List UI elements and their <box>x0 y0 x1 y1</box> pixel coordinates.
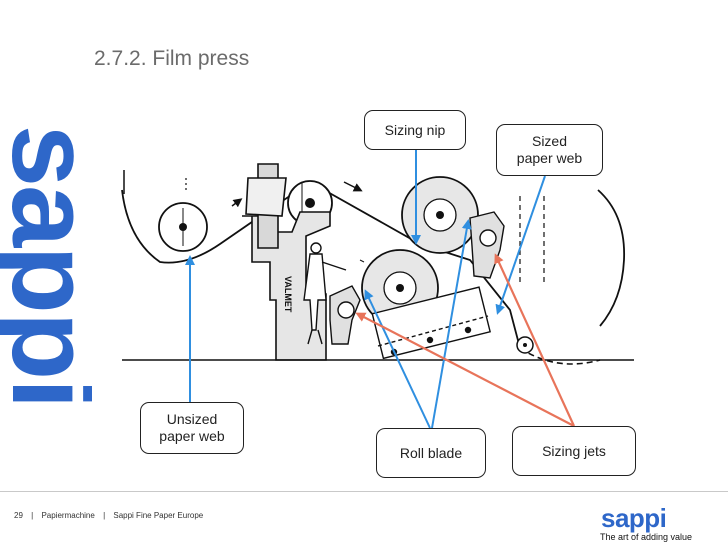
callout-roll-blade-text: Roll blade <box>399 444 463 461</box>
exit-roll <box>516 336 534 354</box>
callout-unsized-paper-web: Unsized paper web <box>140 402 244 454</box>
sizing-unit-lower <box>329 285 361 345</box>
applicator-roll-upper <box>401 176 479 254</box>
machine-frame <box>242 163 331 361</box>
red-pointers <box>355 253 575 427</box>
footer-separator: | <box>31 511 34 520</box>
footer-rule <box>0 491 728 492</box>
callout-sizing-nip-text: Sizing nip <box>384 121 446 138</box>
paper-web-path <box>121 180 521 349</box>
valmet-text: VALMET <box>283 276 293 313</box>
callout-sized-line1: Sized <box>531 133 568 149</box>
guide-roll-left <box>158 202 208 252</box>
callout-sizing-nip: Sizing nip <box>364 110 466 150</box>
footer: 29 | Papiermachine | Sappi Fine Paper Eu… <box>0 491 728 546</box>
sizing-unit-upper <box>469 211 505 279</box>
slide-title: 2.7.2. Film press <box>94 47 250 70</box>
callout-sizing-jets: Sizing jets <box>512 426 636 476</box>
footer-meta: 29 | Papiermachine | Sappi Fine Paper Eu… <box>14 511 209 520</box>
frame-lines <box>185 178 545 285</box>
footer-company: Sappi Fine Paper Europe <box>113 511 204 520</box>
footer-separator: | <box>103 511 106 520</box>
sappi-logo: sappi <box>601 503 667 533</box>
operator-figure <box>303 242 347 345</box>
page-number: 29 <box>14 511 23 520</box>
blue-pointers <box>185 146 546 429</box>
valmet-label: VALMET <box>283 276 293 313</box>
callout-unsized-line1: Unsized <box>166 411 218 427</box>
footer-section: Papiermachine <box>41 511 95 520</box>
callout-sizing-jets-text: Sizing jets <box>542 442 606 459</box>
callout-roll-blade: Roll blade <box>376 428 486 478</box>
sappi-tagline: The art of adding value <box>600 532 693 542</box>
paper-web-right <box>597 189 625 327</box>
paper-web-return <box>519 347 601 365</box>
web-direction-left <box>231 198 243 208</box>
callout-unsized-line2: paper web <box>159 428 225 444</box>
callout-sized-paper-web: Sized paper web <box>496 124 603 176</box>
callout-sized-line2: paper web <box>516 150 583 166</box>
web-direction <box>343 181 363 192</box>
